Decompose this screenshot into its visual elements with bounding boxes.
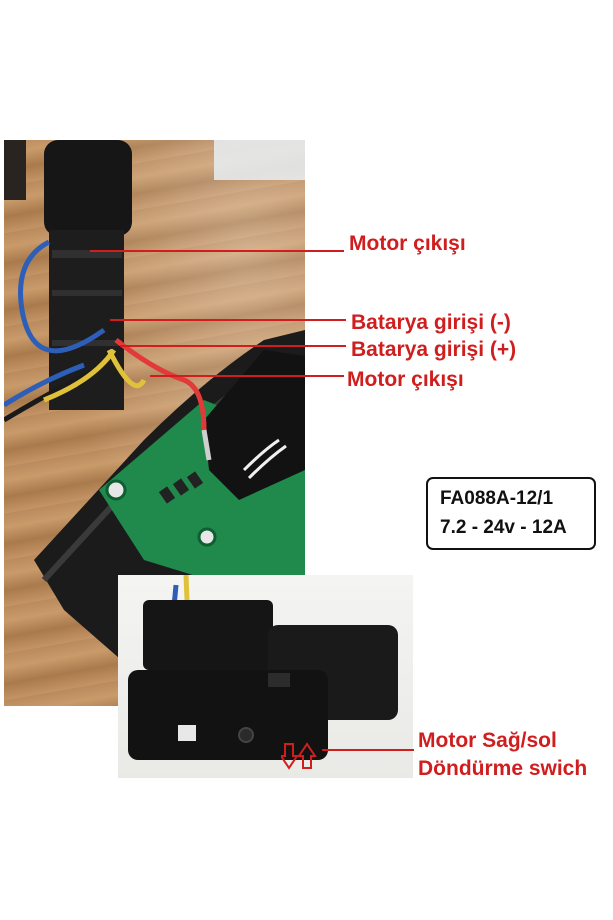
label-battery-pos: Batarya girişi (+) — [351, 338, 517, 361]
leader-motor-out-2 — [150, 375, 344, 377]
label-battery-neg: Batarya girişi (-) — [351, 311, 511, 334]
leader-battery-neg — [110, 319, 346, 321]
product-photo-bottom — [118, 575, 413, 778]
spec-model: FA088A-12/1 — [440, 488, 554, 509]
leader-direction — [322, 749, 414, 751]
label-motor-out-1: Motor çıkışı — [349, 232, 466, 255]
spec-box: FA088A-12/1 7.2 - 24v - 12A — [426, 477, 596, 550]
label-motor-out-2: Motor çıkışı — [347, 368, 464, 391]
arrow-up-icon — [297, 742, 317, 769]
switch-side-illustration — [128, 575, 398, 760]
label-direction-line1: Motor Sağ/sol — [418, 729, 557, 752]
arrow-down-icon — [281, 743, 299, 770]
leader-motor-out-1 — [90, 250, 344, 252]
spec-rating: 7.2 - 24v - 12A — [440, 517, 567, 538]
direction-arrows — [281, 742, 317, 770]
label-direction-line2: Döndürme swich — [418, 757, 588, 780]
leader-battery-pos — [120, 345, 346, 347]
